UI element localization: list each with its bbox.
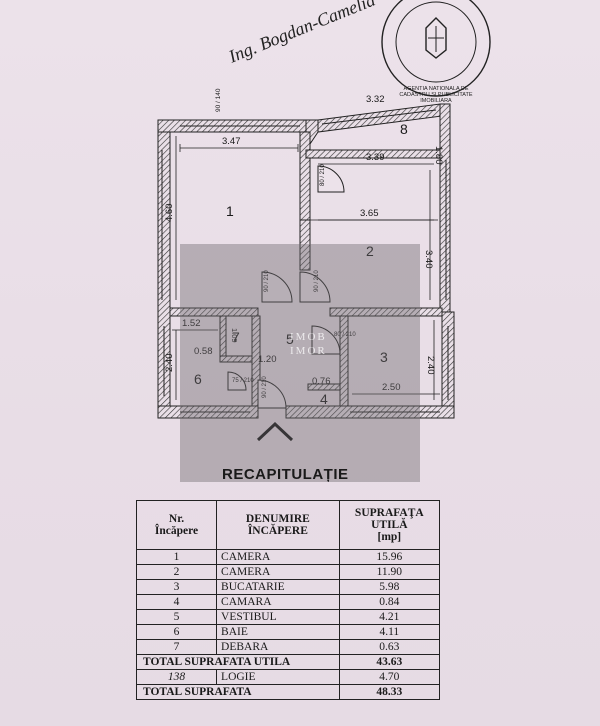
cell-val: 4.21 <box>338 609 441 625</box>
header-nr: Nr. Încăpere <box>135 500 218 550</box>
dim-120: 1.20 <box>258 354 277 365</box>
cell-name: BAIE <box>216 624 340 640</box>
door-1-label: 90 / 210 <box>264 270 270 292</box>
door-arc-6 <box>227 371 247 391</box>
surface-table: Nr. Încăpere DENUMIRE ÎNCĂPERE SUPRAFAŢA… <box>135 500 441 700</box>
door-7-label: 90 / 210 <box>262 376 268 398</box>
logie-row: 138 LOGIE 4.70 <box>135 669 441 685</box>
cell-val: 5.98 <box>338 579 441 595</box>
cell-nr: 4 <box>135 594 218 610</box>
cell-val: 15.96 <box>338 549 441 565</box>
door-arc-5 <box>311 325 341 355</box>
door-4-label: 80 / 210 <box>320 164 326 186</box>
total-row: TOTAL SUPRAFATA 48.33 <box>136 684 441 700</box>
cell-name: VESTIBUL <box>216 609 340 625</box>
wall-right-upper <box>439 103 451 317</box>
dim-058: 0.58 <box>194 346 213 357</box>
dim-240-right: 2.40 <box>425 356 436 375</box>
recap-title: RECAPITULAȚIE <box>222 466 349 483</box>
cell-val: 11.90 <box>338 564 441 580</box>
table-header-row: Nr. Încăpere DENUMIRE ÎNCĂPERE SUPRAFAŢA… <box>135 500 441 550</box>
cell-nr: 5 <box>135 609 218 625</box>
stamp-text: AGENTIA NATIONALA DE CADASTRU SI PUBLICI… <box>399 86 473 104</box>
cell-name: CAMARA <box>216 594 340 610</box>
wall-int-1b <box>299 219 311 271</box>
logie-label: LOGIE <box>216 669 340 685</box>
official-stamp-icon <box>381 0 491 97</box>
wall-int-1 <box>299 131 311 221</box>
wall-camara <box>307 383 341 391</box>
cell-name: BUCATARIE <box>216 579 340 595</box>
dim-top: 90 / 140 <box>215 88 222 112</box>
watermark-line-1: IMOB <box>290 331 327 343</box>
total-label: TOTAL SUPRAFATA <box>136 684 340 700</box>
cell-val: 0.84 <box>338 594 441 610</box>
room-7-label: 7 <box>232 329 240 345</box>
wall-loggia-bottom <box>305 149 441 159</box>
door-arc-1 <box>261 271 293 303</box>
cell-name: DEBARA <box>216 639 340 655</box>
cell-nr: 3 <box>135 579 218 595</box>
cell-nr: 6 <box>135 624 218 640</box>
entrance-arrow-icon <box>256 421 294 442</box>
dim-332: 3.32 <box>366 94 385 105</box>
room-6-label: 6 <box>194 371 202 387</box>
dim-109: 1.09 <box>230 328 239 343</box>
watermark-text: IMOB IMOR <box>290 330 327 358</box>
dim-180: 1.80 <box>433 146 444 165</box>
cell-nr: 2 <box>135 564 218 580</box>
dim-076: 0.76 <box>312 376 331 387</box>
door-6-label: 75 / 210 <box>232 378 254 384</box>
cell-name: CAMERA <box>216 549 340 565</box>
total-util-label: TOTAL SUPRAFATA UTILA <box>136 654 340 670</box>
floor-plan: 1 2 3 4 5 6 7 8 3.47 4.60 3.32 3.39 1.80… <box>157 88 455 442</box>
dim-365: 3.65 <box>360 208 379 219</box>
watermark-overlay <box>180 244 420 482</box>
dim-460: 4.60 <box>164 204 175 223</box>
cell-nr: 7 <box>135 639 218 655</box>
dim-339: 3.39 <box>366 152 385 163</box>
header-sup: SUPRAFAŢA UTILĂ [mp] <box>338 500 441 550</box>
logie-value: 4.70 <box>338 669 441 685</box>
room-1-label: 1 <box>226 203 234 219</box>
dim-250: 2.50 <box>382 382 401 393</box>
room-5-label: 5 <box>286 331 294 347</box>
door-5-label: 80 / 210 <box>334 332 356 338</box>
door-arc-2 <box>299 271 331 303</box>
total-value: 48.33 <box>338 684 441 700</box>
room-8-label: 8 <box>400 121 408 137</box>
wall-top-loggia <box>317 103 443 133</box>
cell-val: 0.63 <box>338 639 441 655</box>
dim-340: 3.40 <box>423 250 434 269</box>
wall-int-3 <box>329 307 443 317</box>
room-4-label: 4 <box>320 391 328 407</box>
dim-152: 1.52 <box>182 318 201 329</box>
cell-name: CAMERA <box>216 564 340 580</box>
cell-nr: 1 <box>135 549 218 565</box>
total-util-row: TOTAL SUPRAFATA UTILA 43.63 <box>136 654 441 670</box>
room-3-label: 3 <box>380 349 388 365</box>
room-2-label: 2 <box>366 243 374 259</box>
total-util-value: 43.63 <box>338 654 441 670</box>
cell-val: 4.11 <box>338 624 441 640</box>
wall-int-2 <box>169 307 259 317</box>
door-arc-4 <box>317 165 345 193</box>
dim-240-left: 2.40 <box>164 354 175 373</box>
watermark-line-2: IMOR <box>290 345 327 357</box>
wall-int-5 <box>339 315 349 407</box>
dim-347: 3.47 <box>222 136 241 147</box>
door-2-label: 90 / 210 <box>314 270 320 292</box>
door-arc-7 <box>257 379 287 409</box>
wall-debara-b <box>219 355 253 363</box>
logie-nr: 138 <box>135 669 218 685</box>
header-den: DENUMIRE ÎNCĂPERE <box>216 500 340 550</box>
